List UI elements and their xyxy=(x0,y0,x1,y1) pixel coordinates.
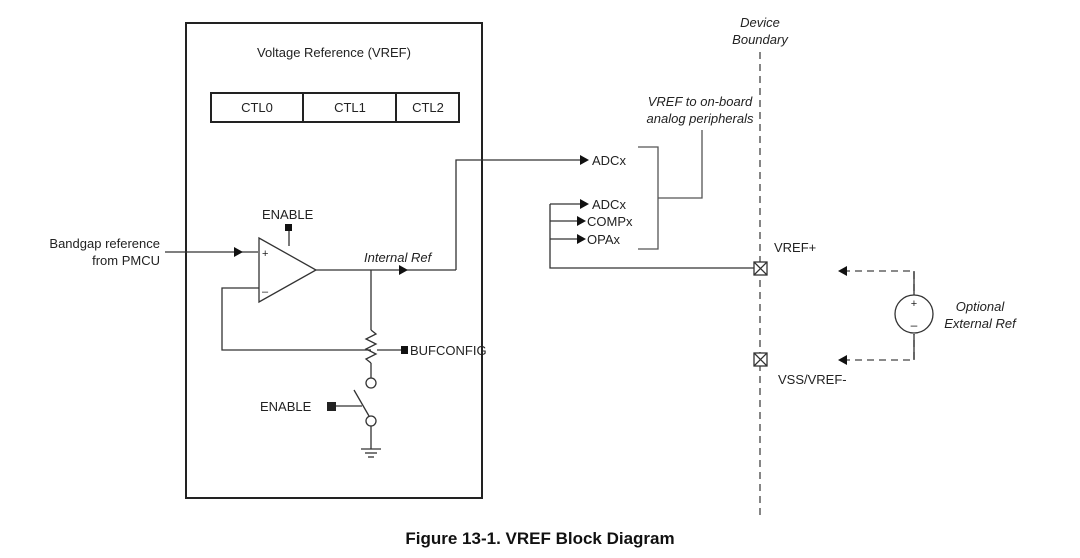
register-row: CTL0 CTL1 CTL2 xyxy=(210,92,460,123)
internal-ref-route xyxy=(455,159,583,270)
ext-ref-label-line1: Optional xyxy=(956,299,1006,314)
register-ctl0: CTL0 xyxy=(241,100,273,115)
opax-arrow-icon xyxy=(577,234,586,244)
ext-ref-minus-wire xyxy=(843,334,915,361)
vref-plus-label: VREF+ xyxy=(774,240,816,255)
switch-blade-icon xyxy=(353,389,370,417)
opamp-triangle-icon xyxy=(258,236,318,304)
adc-internal-arrow-icon xyxy=(580,155,589,165)
boundary-label-line1: Device xyxy=(740,15,780,30)
figure-caption: Figure 13-1. VREF Block Diagram xyxy=(405,529,674,548)
ext-ref-plus-arrow-icon xyxy=(838,266,847,276)
ext-ref-plus-wire xyxy=(843,270,915,294)
input-arrow-icon xyxy=(234,247,243,257)
feedback-wire xyxy=(221,287,371,351)
vss-vref-minus-label: VSS/VREF- xyxy=(778,372,847,387)
bufconfig-label: BUFCONFIG xyxy=(410,343,487,358)
opamp-plus-label: + xyxy=(262,248,268,260)
bandgap-label-line2: from PMCU xyxy=(92,253,160,268)
internal-ref-arrow-icon xyxy=(399,265,408,275)
vref-block-title: Voltage Reference (VREF) xyxy=(257,45,411,60)
adcx-arrow-icon xyxy=(580,199,589,209)
peripheral-opax: OPAx xyxy=(587,232,620,247)
voltage-source-minus: – xyxy=(911,318,918,332)
peripheral-adcx-internal: ADCx xyxy=(592,153,626,168)
register-table xyxy=(210,92,460,123)
vref-plus-pin-icon xyxy=(753,261,768,276)
ext-ref-label-line2: External Ref xyxy=(944,316,1017,331)
opamp-minus-label: – xyxy=(262,286,269,298)
register-ctl2: CTL2 xyxy=(412,100,444,115)
voltage-source-icon xyxy=(894,294,934,334)
internal-ref-label: Internal Ref xyxy=(364,250,433,265)
vref-block-border xyxy=(185,22,483,499)
vss-pin-icon xyxy=(753,352,768,367)
opamp: + – xyxy=(258,236,318,304)
opamp-enable-pin-icon xyxy=(285,224,292,231)
peripherals-note-line1: VREF to on-board xyxy=(648,94,753,109)
peripheral-adcx: ADCx xyxy=(592,197,626,212)
peripherals-note-leader xyxy=(658,130,703,199)
boundary-label-line2: Boundary xyxy=(732,32,789,47)
ground-icon xyxy=(361,448,381,458)
register-ctl1: CTL1 xyxy=(334,100,366,115)
voltage-source-plus: + xyxy=(911,298,917,310)
peripheral-compx: COMPx xyxy=(587,214,633,229)
compx-arrow-icon xyxy=(577,216,586,226)
ext-ref-minus-arrow-icon xyxy=(838,355,847,365)
vref-pin-bus xyxy=(549,204,761,269)
resistor-icon xyxy=(364,329,378,364)
switch-bottom-terminal-icon xyxy=(365,415,377,427)
bandgap-label-line1: Bandgap reference xyxy=(49,236,160,251)
peripherals-note-line2: analog peripherals xyxy=(647,111,754,126)
switch-top-terminal-icon xyxy=(365,377,377,389)
opamp-enable-label: ENABLE xyxy=(262,207,314,222)
peripherals-bracket xyxy=(638,146,659,250)
switch-enable-label: ENABLE xyxy=(260,399,312,414)
switch-enable-pin-icon xyxy=(327,402,336,411)
bufconfig-pin-icon xyxy=(401,346,408,354)
